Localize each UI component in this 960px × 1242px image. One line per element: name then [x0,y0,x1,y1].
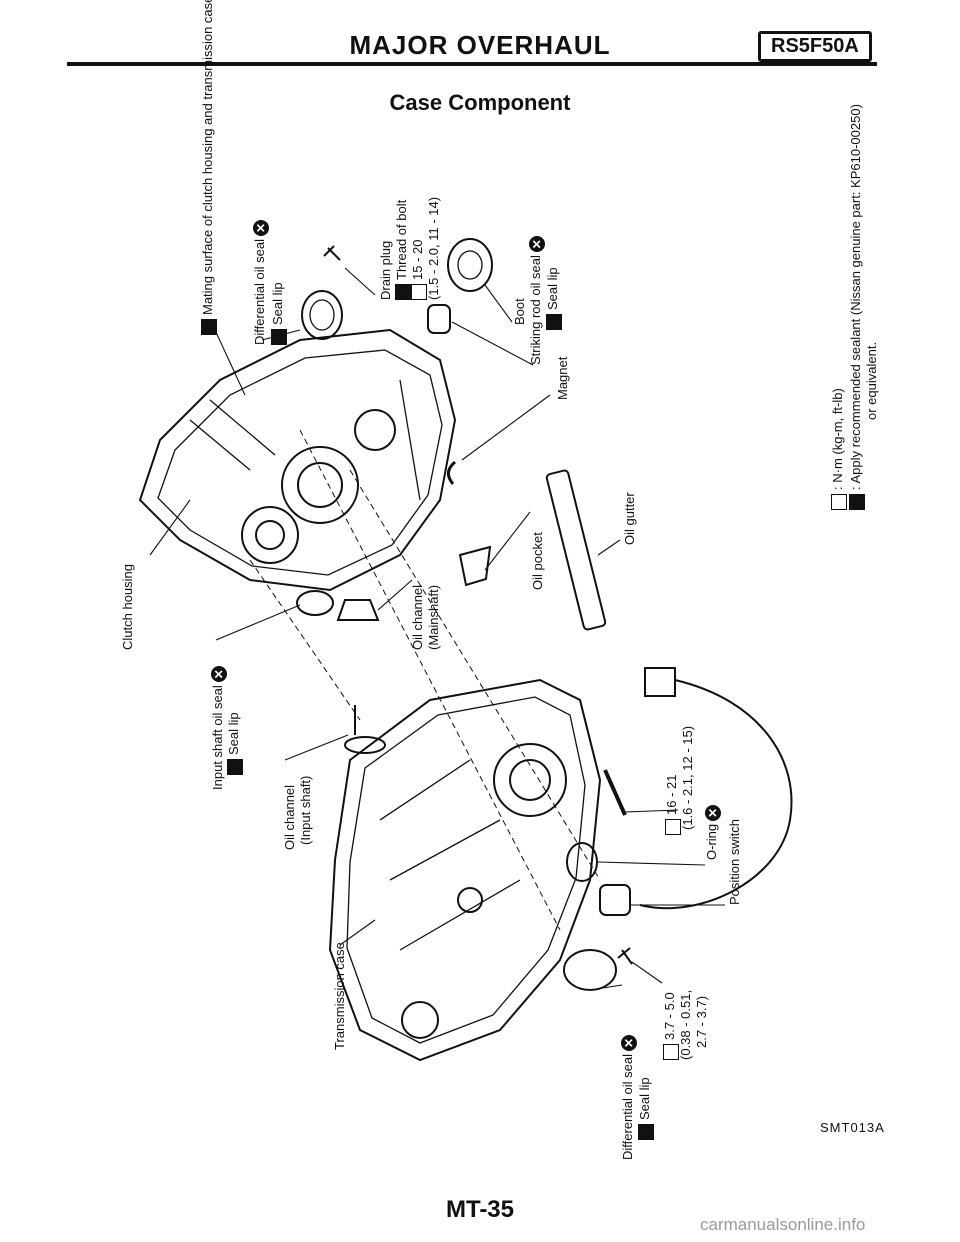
oil-channel-main [336,599,380,621]
label-oil-channel-input-sub: (Input shaft) [298,775,313,845]
grease-icon [637,1124,654,1140]
grease-icon [545,314,562,330]
diff-seal-top [301,290,343,340]
label-transmission-case: Transmission case [332,942,347,1050]
bolt-b [617,947,633,965]
bolt-a [603,769,627,816]
clutch-housing-outline [138,328,457,592]
page-number: MT-35 [445,1196,514,1223]
label-oil-channel-input: Oil channel [282,784,297,850]
label-seal-lip-striking: Seal lip [545,267,562,330]
magnet [447,460,457,485]
sealant-icon [394,284,411,300]
page-header-title: MAJOR OVERHAUL [349,30,611,60]
label-oil-gutter: Oil gutter [622,492,637,545]
position-switch-connector [644,667,676,697]
label-diff-seal-top: Differential oil seal✕ [252,220,269,345]
label-seal-lip-bottom: Seal lip [637,1077,654,1140]
label-magnet: Magnet [555,356,570,400]
label-torque-b-alt1: (0.38 - 0.51, [678,989,693,1060]
section-subtitle: Case Component [389,90,571,115]
grease-icon [270,329,287,345]
label-input-shaft-seal: Input shaft oil seal✕ [210,666,227,790]
label-oil-channel-main-sub: (Mainshaft) [426,584,441,650]
replace-icon: ✕ [704,804,721,821]
sealant-icon [200,319,217,335]
label-drain-plug: Drain plug [378,240,393,300]
torque-icon [662,1044,679,1060]
figure-code: SMT013A [820,1120,885,1135]
label-drain-torque-alt: (1.5 - 2.0, 11 - 14) [426,196,441,300]
watermark: carmanualsonline.info [700,1215,866,1234]
label-striking-rod-seal: Striking rod oil seal✕ [528,236,545,365]
sealant-icon [848,494,865,510]
label-drain-torque: 15 - 20 [410,240,427,300]
legend-unit: : N·m (kg-m, ft-lb) [830,388,847,510]
label-torque-a-alt: (1.6 - 2.1, 12 - 15) [680,725,695,830]
label-clutch-housing: Clutch housing [120,564,135,650]
label-position-switch: Position switch [727,819,742,905]
replace-icon: ✕ [252,220,269,237]
label-torque-a: 16 - 21 [664,775,681,835]
torque-icon [410,284,427,300]
boot [427,304,451,334]
diff-seal-bottom [563,949,617,991]
label-mating-surface: Mating surface of clutch housing and tra… [200,0,217,335]
model-badge: RS5F50A [758,31,872,62]
transmission-case-outline [328,678,602,1062]
position-switch-body [599,884,631,916]
oil-channel-input [344,705,387,754]
oil-gutter [545,469,607,631]
replace-icon: ✕ [620,1035,637,1052]
label-torque-b-alt2: 2.7 - 3.7) [694,995,709,1048]
label-seal-lip-top: Seal lip [270,282,287,345]
torque-icon [830,494,847,510]
legend-sealant: : Apply recommended sealant (Nissan genu… [848,104,865,510]
label-boot: Boot [512,298,527,325]
label-seal-lip-input: Seal lip [226,712,243,775]
legend-sealant-cont: or equivalent. [864,341,879,420]
label-diff-seal-bottom: Differential oil seal✕ [620,1035,637,1160]
label-o-ring: O-ring✕ [704,804,721,860]
replace-icon: ✕ [210,666,227,683]
torque-icon [664,819,681,835]
label-oil-channel-main: Oil channel [410,584,425,650]
label-oil-pocket: Oil pocket [530,532,545,590]
grease-icon [226,759,243,775]
label-thread-of-bolt: Thread of bolt [394,200,411,300]
input-shaft-seal [296,590,334,616]
header-rule [67,62,877,66]
label-torque-b: 3.7 - 5.0 [662,992,679,1060]
replace-icon: ✕ [528,236,545,253]
oil-pocket [458,545,492,587]
drain-plug [323,245,341,261]
striking-rod-seal [447,238,493,292]
